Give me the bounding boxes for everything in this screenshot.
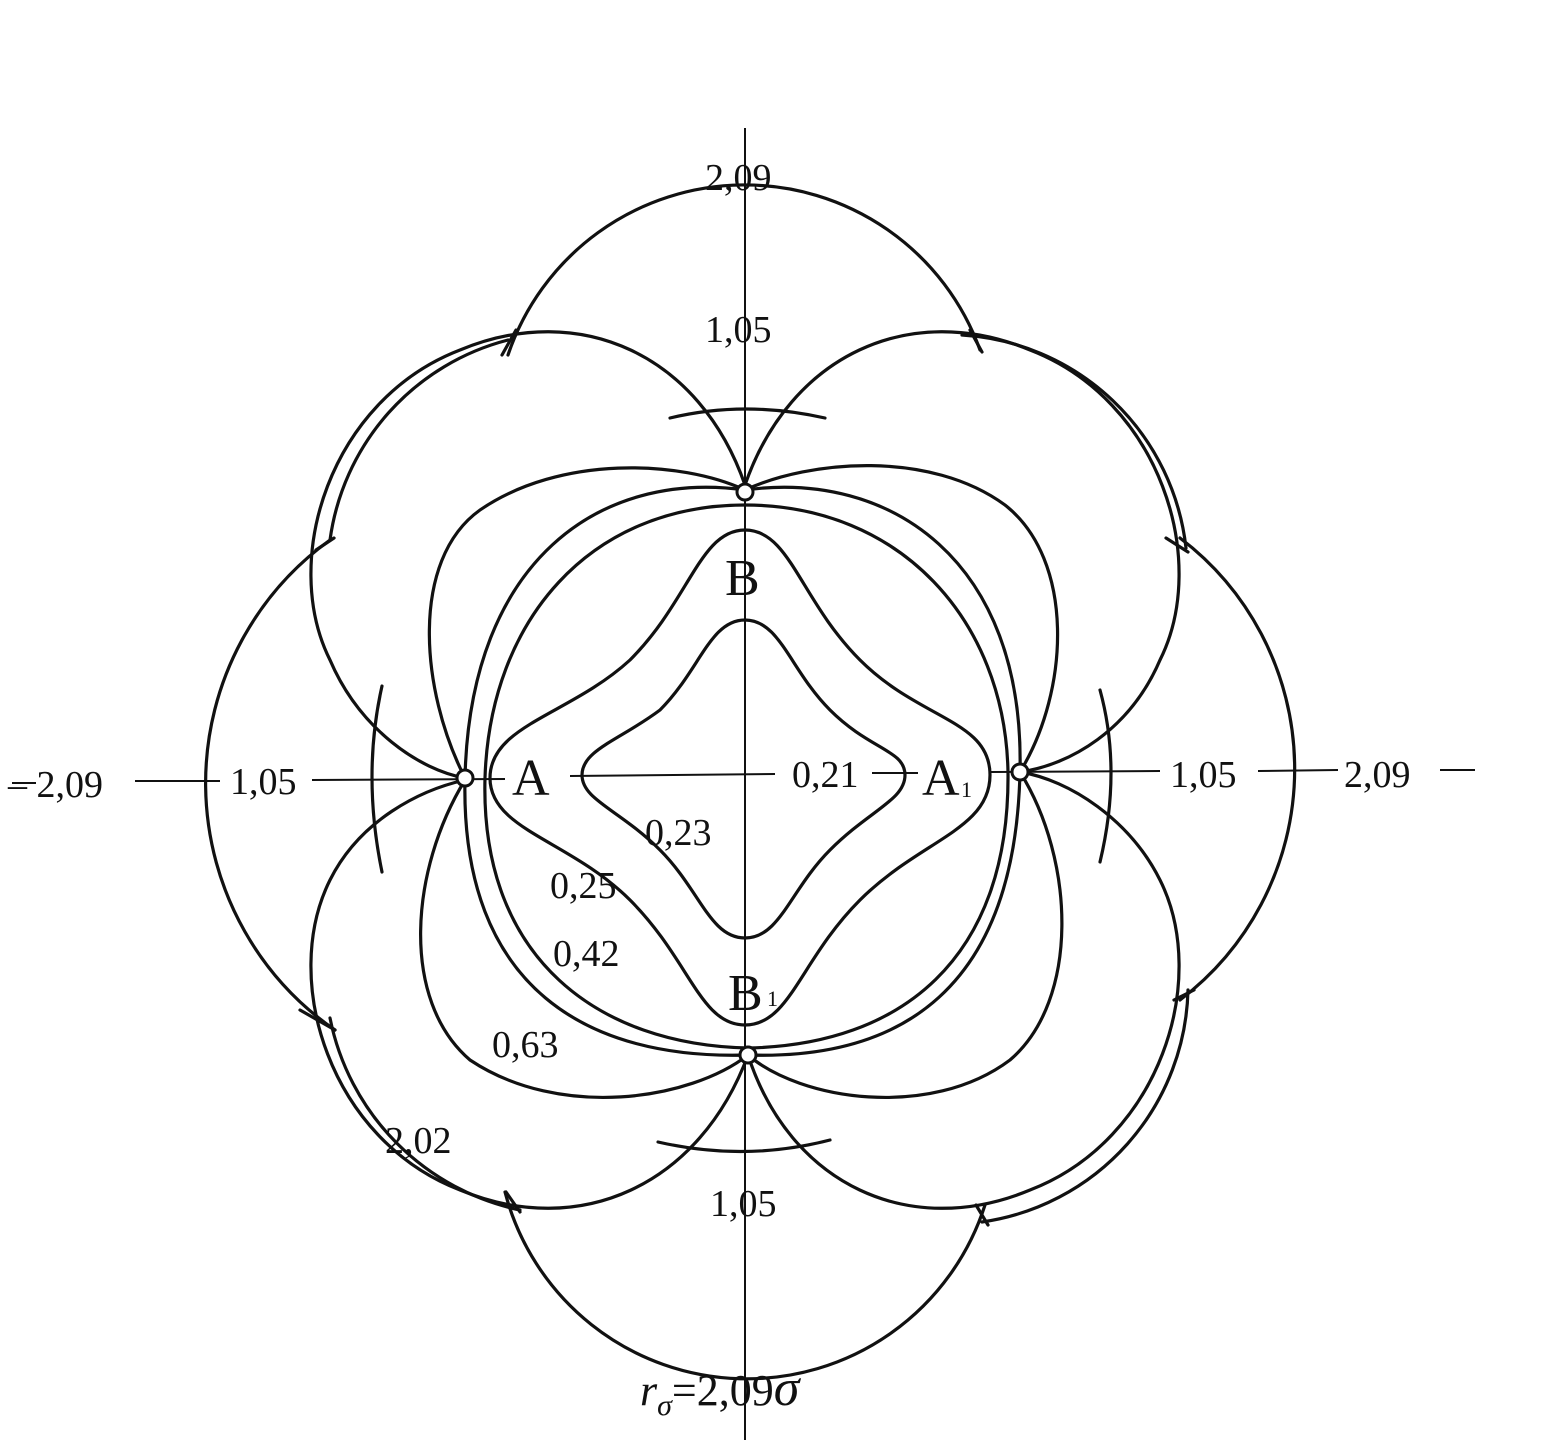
axis-label-top-outer: 2,09 (705, 157, 772, 199)
point-label-B: B (725, 550, 760, 607)
point-label-B1-subscript: 1 (767, 986, 778, 1011)
side-lobe-left-bottom (419, 778, 750, 1100)
point-A1-marker (1010, 762, 1030, 782)
outer-arc-bottom-right (980, 988, 1190, 1224)
outer-arc-top-right (960, 333, 1188, 550)
outer-arc-left (204, 538, 337, 1032)
outer-arc-top (506, 183, 982, 357)
formula-subscript: σ (657, 1389, 673, 1422)
lobe-bottom-right (746, 770, 1181, 1210)
contour-label-063: 0,63 (492, 1024, 559, 1066)
side-lobe-right-bottom (746, 770, 1064, 1100)
formula-r: r (640, 1366, 658, 1415)
lobe-top-left (309, 330, 747, 780)
ring-063-right (743, 485, 1022, 1057)
side-lobe-left-top (427, 466, 747, 780)
contour-label-025: 0,25 (550, 865, 617, 907)
formula-value: =2,09 (672, 1366, 774, 1415)
cross-arc-left (370, 684, 384, 874)
contour-label-021: 0,21 (792, 754, 859, 796)
axis-label-left-outer: – 2,09 (7, 764, 103, 806)
cross-arc-top (668, 407, 827, 420)
axis-label-left-inner: 1,05 (230, 761, 297, 803)
contour-label-042: 0,42 (553, 933, 620, 975)
ring-042-left (483, 503, 750, 1050)
formula-sigma: σ (774, 1360, 802, 1417)
cross-arc-bottom (656, 1138, 832, 1154)
lobe-bottom-left (309, 778, 750, 1210)
point-label-A1: A (922, 750, 960, 807)
contour-025 (488, 528, 992, 1027)
outer-tick-3 (314, 536, 336, 552)
axis-label-right-inner: 1,05 (1170, 754, 1237, 796)
side-lobe-right-top (743, 464, 1060, 774)
contour-label-202: 2,02 (385, 1120, 452, 1162)
cross-arc-right (1098, 688, 1113, 864)
point-B1-marker (738, 1045, 758, 1065)
point-A-marker (455, 768, 475, 788)
outer-arc-bottom (503, 1190, 987, 1381)
horizontal-axis-center-seg (569, 773, 776, 777)
contour-023 (580, 618, 907, 940)
point-label-A1-subscript: 1 (961, 777, 972, 802)
point-label-A: A (512, 750, 550, 807)
axis-label-bottom-inner: 1,05 (710, 1183, 777, 1225)
contour-label-023: 0,23 (645, 812, 712, 854)
formula-caption: rσ=2,09σ (640, 1360, 802, 1422)
point-B-marker (735, 482, 755, 502)
outer-arc-right (1178, 536, 1297, 1002)
point-label-B1: B (728, 965, 763, 1022)
lobe-top-right (743, 330, 1181, 774)
axis-label-right-outer: 2,09 (1344, 754, 1411, 796)
ring-042-right (743, 503, 1010, 1050)
horizontal-axis-right-seg-3 (1257, 769, 1339, 772)
outer-tick-8 (974, 1203, 990, 1227)
horizontal-axis-left-seg-3 (311, 778, 506, 781)
axis-label-top-inner: 1,05 (705, 309, 772, 351)
outer-arc-top-left (328, 338, 510, 542)
outer-tick-7 (504, 1190, 522, 1214)
